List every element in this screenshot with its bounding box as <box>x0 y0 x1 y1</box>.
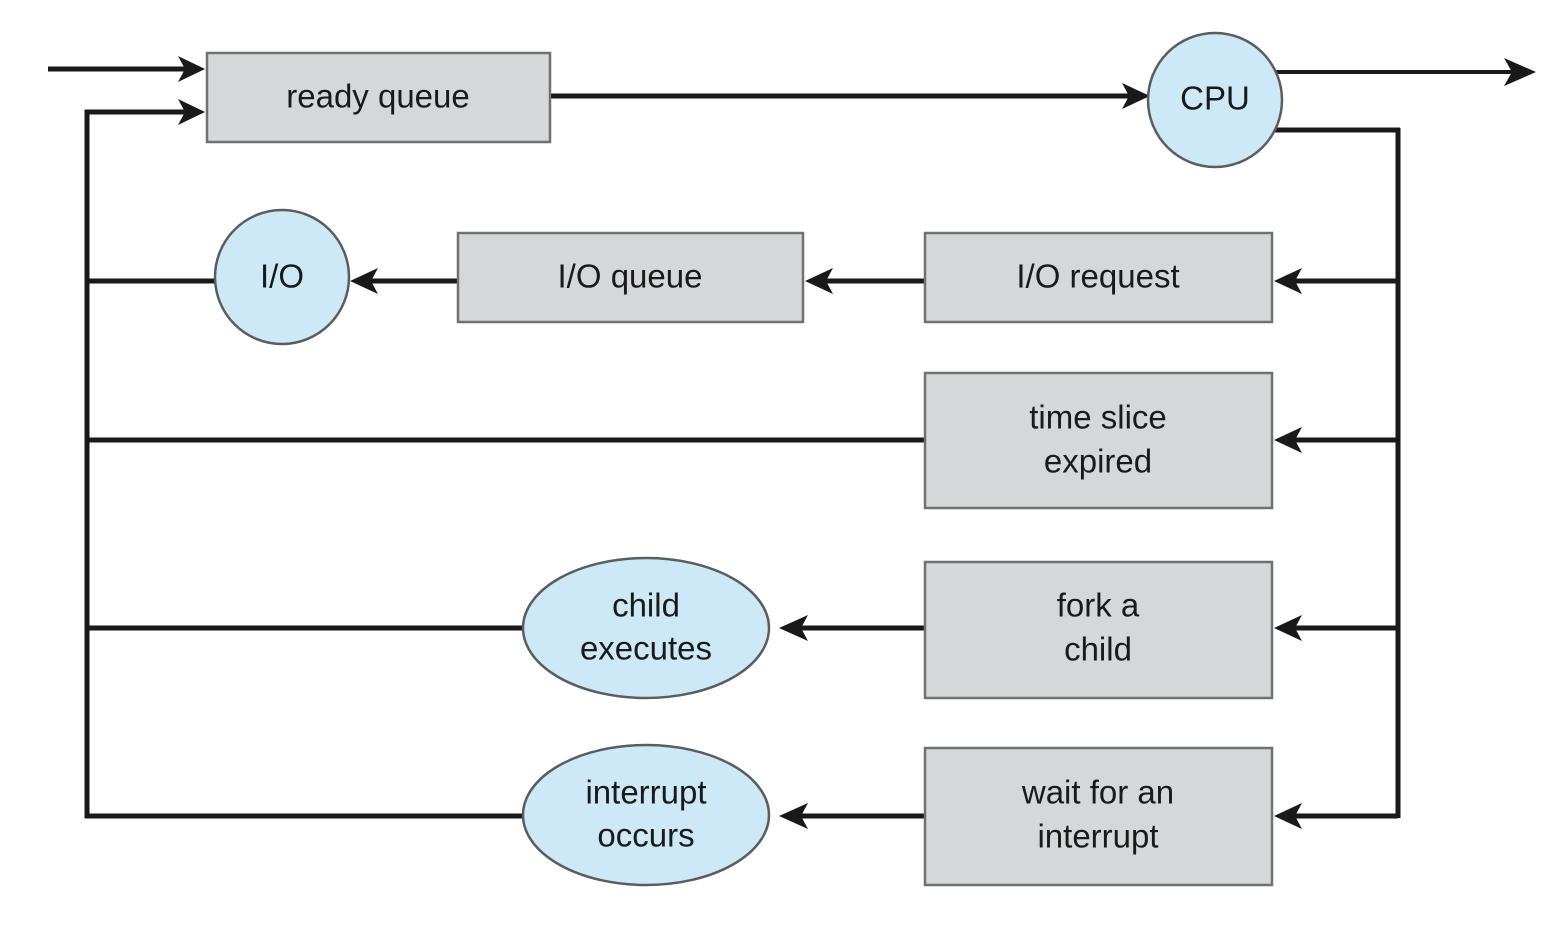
edge-io-queue-to-io <box>350 268 458 294</box>
edge-right-bus-to-wait-for-an-interrupt <box>1274 803 1398 829</box>
node-fork-a-child: fork a child <box>923 560 1274 700</box>
node-fork-a-child-label-line2: child <box>1064 631 1132 668</box>
node-interrupt-occurs-label-line1: interrupt <box>585 774 706 811</box>
node-child-executes-label-line2: executes <box>580 630 712 667</box>
node-wait-for-an-interrupt: wait for an interrupt <box>923 746 1274 887</box>
node-interrupt-occurs: interrupt occurs <box>521 743 771 887</box>
edge-fork-a-child-to-child-executes <box>779 615 925 641</box>
edge-right-bus-to-time-slice-expired <box>1274 427 1398 453</box>
node-child-executes-label-line1: child <box>612 587 680 624</box>
node-time-slice-expired-label-line2: expired <box>1044 443 1152 480</box>
node-wait-for-an-interrupt-label-line2: interrupt <box>1037 818 1158 855</box>
edge-ready-queue-to-cpu <box>550 83 1150 109</box>
edge-entry-into-ready-queue <box>48 56 205 82</box>
edge-right-bus-to-fork-a-child <box>1274 615 1398 641</box>
node-child-executes: child executes <box>521 556 771 700</box>
edge-wait-for-an-interrupt-to-interrupt-occurs <box>779 803 925 829</box>
node-io-queue: I/O queue <box>456 231 805 324</box>
node-io-label: I/O <box>260 258 304 295</box>
node-io: I/O <box>213 208 351 346</box>
node-io-queue-label: I/O queue <box>558 258 703 295</box>
edge-left-return-bus <box>84 99 205 818</box>
node-io-request-label: I/O request <box>1016 258 1179 295</box>
node-ready-queue-label: ready queue <box>286 78 469 115</box>
node-fork-a-child-label-line1: fork a <box>1057 587 1140 624</box>
node-cpu: CPU <box>1146 31 1284 169</box>
edge-io-request-to-io-queue <box>805 268 925 294</box>
node-interrupt-occurs-label-line2: occurs <box>597 817 694 854</box>
node-io-request: I/O request <box>923 231 1274 324</box>
node-time-slice-expired-label-line1: time slice <box>1029 399 1167 436</box>
node-ready-queue: ready queue <box>205 51 552 144</box>
node-wait-for-an-interrupt-label-line1: wait for an <box>1021 774 1174 811</box>
edge-right-bus-to-io-request <box>1274 268 1398 294</box>
node-cpu-label: CPU <box>1180 80 1250 117</box>
edge-cpu-to-right-bus <box>1271 127 1401 818</box>
edge-cpu-to-exit <box>1272 58 1536 86</box>
node-time-slice-expired: time slice expired <box>923 371 1274 510</box>
